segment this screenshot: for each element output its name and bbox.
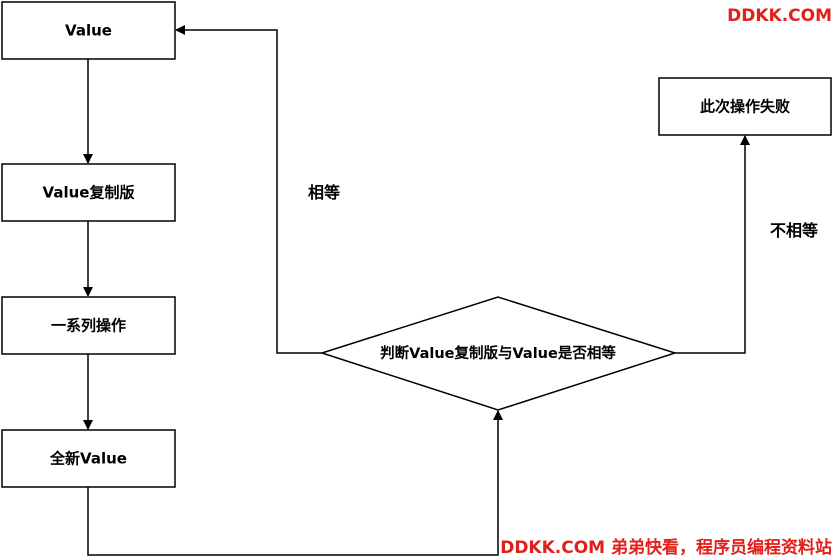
node-value-label: Value [65, 22, 112, 40]
node-decision-label: 判断Value复制版与Value是否相等 [380, 344, 616, 362]
edge-decision-not-equal-to-fail [675, 135, 750, 354]
edge-new-value-to-decision [87, 410, 503, 556]
node-fail-label: 此次操作失败 [700, 98, 790, 116]
edge-label-equal: 相等 [308, 183, 340, 202]
node-value: Value [1, 1, 176, 60]
edge-label-not-equal: 不相等 [770, 221, 818, 240]
node-new-value-label: 全新Value [49, 450, 127, 468]
watermark-top-right: DDKK.COM [727, 6, 832, 26]
watermark-bottom: DDKK.COM 弟弟快看，程序员编程资料站 [500, 537, 832, 557]
node-operations: 一系列操作 [1, 296, 176, 355]
node-fail: 此次操作失败 [658, 77, 832, 136]
node-new-value: 全新Value [1, 429, 176, 488]
node-value-copy: Value复制版 [1, 163, 176, 222]
node-decision: 判断Value复制版与Value是否相等 [319, 296, 678, 411]
node-operations-label: 一系列操作 [51, 317, 126, 335]
edge-decision-equal-to-value [175, 25, 322, 354]
node-value-copy-label: Value复制版 [43, 184, 135, 202]
